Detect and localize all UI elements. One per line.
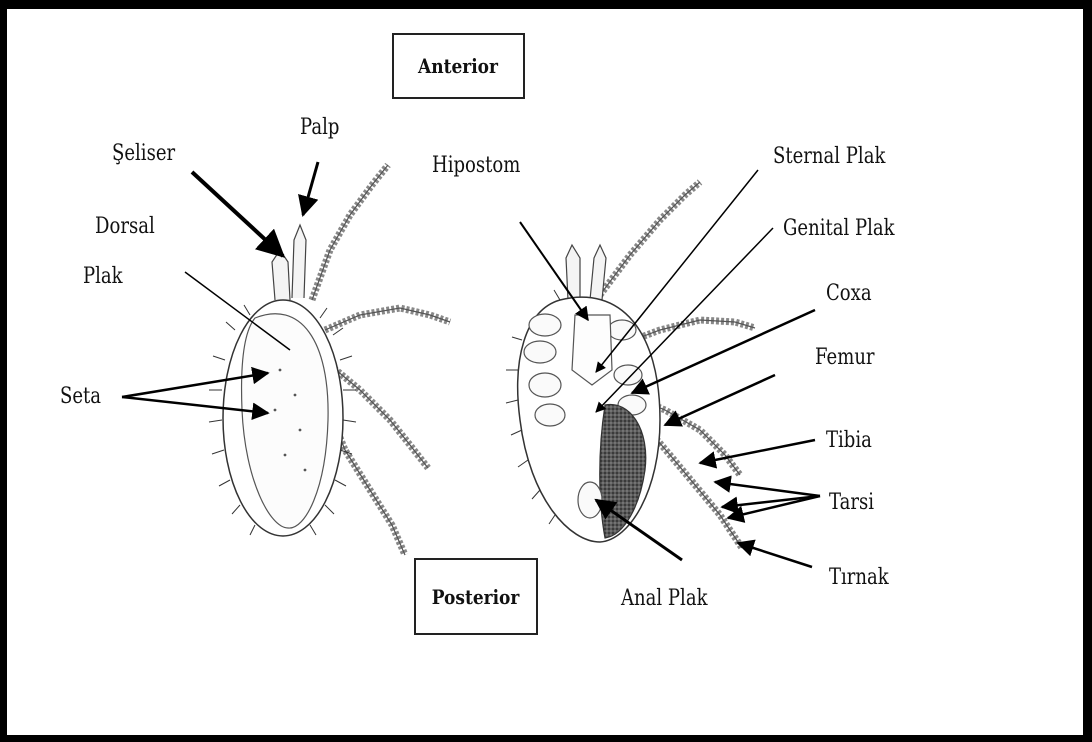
dorsal-leg-1 [312,165,388,300]
ventral-chelicera-right [590,245,606,300]
posterior-box: Posterior [414,558,538,635]
femur-arrow [665,375,775,425]
anterior-label: Anterior [419,54,499,78]
tarsi-arrow-2 [722,496,820,507]
seliser-arrow [192,172,283,256]
coxa-label: Coxa [826,283,872,305]
tirnak-arrow [738,543,812,567]
anal-plak-label: Anal Plak [621,588,708,610]
plak-label: Plak [83,266,123,288]
seliser-label: Şeliser [112,143,175,165]
pointer-lines [122,162,820,567]
hipostom-label: Hipostom [432,155,520,177]
femur-label: Femur [815,347,875,369]
anterior-box: Anterior [392,33,525,99]
sternal-plate [572,315,612,385]
palp-arrow [303,162,318,215]
genital-plak-label: Genital Plak [783,218,895,240]
ventral-mite [506,182,755,548]
ventral-leg-1 [600,182,700,295]
posterior-label: Posterior [432,585,520,609]
dorsal-leg-2 [325,308,450,330]
tarsi-arrow-1 [715,482,820,496]
tarsi-label: Tarsi [829,492,874,514]
dorsal-chelicera [272,250,290,300]
tibia-label: Tibia [826,430,872,452]
tarsi-arrow-3 [728,496,820,518]
seta-label: Seta [60,386,101,408]
dorsal-label: Dorsal [95,216,155,238]
dorsal-palp [292,225,306,298]
sternal-plak-label: Sternal Plak [773,146,885,168]
palp-label: Palp [300,117,339,139]
tirnak-label: Tırnak [829,567,889,589]
